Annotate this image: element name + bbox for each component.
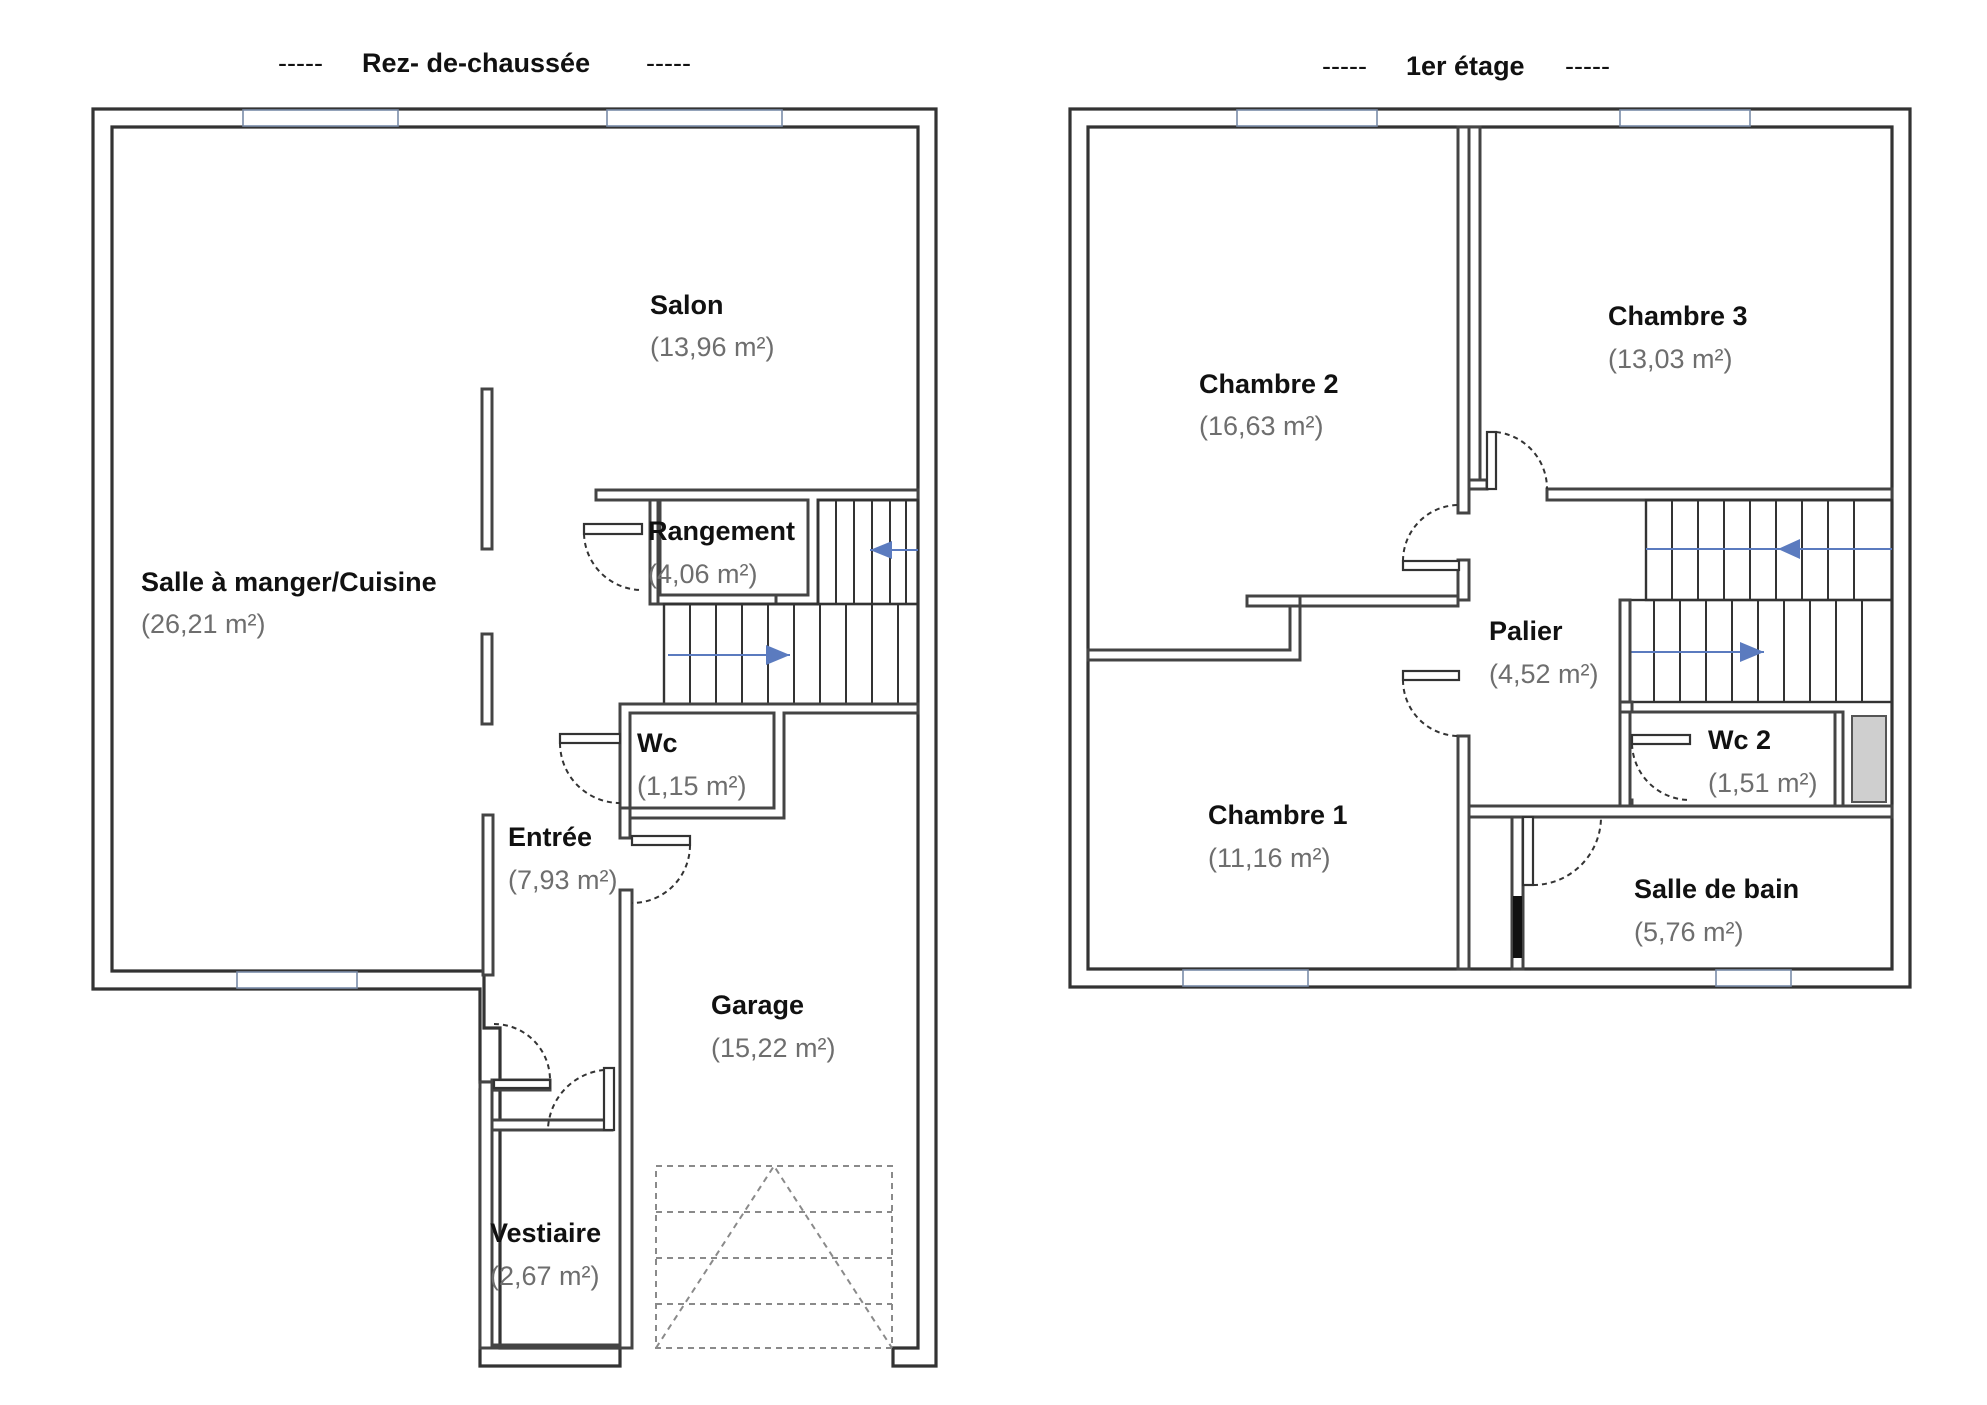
wc2-right-wall xyxy=(1833,710,1845,808)
rangement-door-leaf[interactable] xyxy=(582,522,644,536)
first-window-2 xyxy=(1619,109,1751,127)
room-name-garage: Garage xyxy=(711,990,804,1020)
wall-ch3-left xyxy=(1467,125,1482,491)
ground-outer-wall xyxy=(91,107,938,1368)
room-name-wc-2: Wc 2 xyxy=(1708,725,1771,755)
vestiaire-door-leaf[interactable] xyxy=(602,1066,616,1132)
ground-floor-plan: ----- Rez- de-chaussée ----- xyxy=(91,48,938,1368)
ch2-door-arc xyxy=(1402,504,1460,562)
room-area-chambre-2: (16,63 m²) xyxy=(1199,411,1324,441)
partition-bar-lower xyxy=(480,632,494,726)
wall-ch3-bottom xyxy=(1545,487,1894,502)
ground-window-1 xyxy=(242,109,399,127)
room-name-chambre-2: Chambre 2 xyxy=(1199,369,1339,399)
room-area-chambre-1: (11,16 m²) xyxy=(1208,843,1331,873)
room-area-chambre-3: (13,03 m²) xyxy=(1608,344,1733,374)
room-name-entree: Entrée xyxy=(508,822,592,852)
room-name-wc: Wc xyxy=(637,728,678,758)
first-outer-wall xyxy=(1068,107,1912,989)
first-window-4 xyxy=(1715,969,1792,987)
first-stair-arrow-left xyxy=(1778,539,1800,559)
room-name-salon: Salon xyxy=(650,290,724,320)
ch1-door-arc xyxy=(1402,679,1460,737)
room-area-rangement: (4,06 m²) xyxy=(648,559,758,589)
garage-ramp xyxy=(655,1164,893,1349)
room-area-garage: (15,22 m²) xyxy=(711,1033,836,1063)
wall-ch2-ch1 xyxy=(1086,594,1460,662)
wc2-left-wall xyxy=(1618,710,1632,808)
first-stair-left-wall xyxy=(1618,598,1632,704)
stair-arrow-left xyxy=(870,541,892,559)
room-name-rangement: Rangement xyxy=(648,516,795,546)
room-name-chambre-1: Chambre 1 xyxy=(1208,800,1348,830)
first-window-3 xyxy=(1182,969,1309,987)
room-area-wc: (1,15 m²) xyxy=(637,771,747,801)
ch2-door-leaf[interactable] xyxy=(1401,559,1461,572)
first-window-1 xyxy=(1236,109,1378,127)
sdb-door-arc xyxy=(1532,816,1602,886)
garage-left-wall xyxy=(618,888,634,1350)
stair-arrow-right xyxy=(766,645,790,665)
ground-stairs xyxy=(662,498,920,706)
wall-ch2-palier-mid xyxy=(1456,558,1471,602)
ground-window-2 xyxy=(606,109,783,127)
room-area-salle-de-bain: (5,76 m²) xyxy=(1634,917,1744,947)
wc-lower-left-wall xyxy=(618,806,632,840)
front-door-arc xyxy=(493,1023,551,1081)
first-floor-title-dashes-left: ----- xyxy=(1322,51,1367,81)
partition-bar-upper xyxy=(480,387,494,551)
ground-window-3 xyxy=(236,971,358,989)
ch3-door-leaf[interactable] xyxy=(1485,430,1498,491)
ground-floor-title-dashes-right: ----- xyxy=(646,48,691,78)
garage-door-arc xyxy=(631,844,691,904)
first-floor-title-dashes-right: ----- xyxy=(1565,51,1610,81)
room-area-wc-2: (1,51 m²) xyxy=(1708,768,1818,798)
room-area-vestiaire: (2,67 m²) xyxy=(490,1261,600,1291)
garage-door-leaf[interactable] xyxy=(630,834,692,847)
first-stair-arrow-right xyxy=(1740,642,1764,662)
room-name-salle-a-manger: Salle à manger/Cuisine xyxy=(141,567,437,597)
wc2-door-leaf[interactable] xyxy=(1630,733,1692,746)
room-area-entree: (7,93 m²) xyxy=(508,865,618,895)
room-area-salon: (13,96 m²) xyxy=(650,332,775,362)
wc-door-leaf[interactable] xyxy=(558,732,622,745)
vestiaire-partition xyxy=(490,1118,614,1132)
first-floor-stairs xyxy=(1618,498,1894,704)
ch1-door-leaf[interactable] xyxy=(1401,669,1461,682)
ground-floor-title-dashes-left: ----- xyxy=(278,48,323,78)
sdb-door-leaf[interactable] xyxy=(1521,815,1535,887)
wc-door-arc xyxy=(559,742,621,804)
entree-left-wall xyxy=(481,813,495,977)
shower-tray xyxy=(1851,715,1887,803)
vestiaire-door-arc xyxy=(547,1069,605,1129)
first-floor-title: 1er étage xyxy=(1406,51,1525,81)
front-door-leaf[interactable] xyxy=(492,1078,552,1090)
rangement-door-arc xyxy=(583,533,643,591)
room-name-vestiaire: Vestiaire xyxy=(490,1218,601,1248)
radiator xyxy=(1513,896,1522,958)
room-name-chambre-3: Chambre 3 xyxy=(1608,301,1748,331)
room-name-palier: Palier xyxy=(1489,616,1563,646)
wall-ch2-palier xyxy=(1456,125,1471,515)
wall-ch1-palier xyxy=(1456,734,1471,971)
wall-ch2-ch1-ledge xyxy=(1245,594,1302,608)
wall-ch3-stub xyxy=(1467,478,1489,491)
ch3-door-arc xyxy=(1495,431,1549,490)
wall-sdb-top xyxy=(1467,804,1894,819)
room-name-salle-de-bain: Salle de bain xyxy=(1634,874,1799,904)
rangement-inner-left xyxy=(648,498,660,606)
first-floor-plan: ----- 1er étage ----- xyxy=(1068,51,1912,989)
room-area-palier: (4,52 m²) xyxy=(1489,659,1599,689)
wc2-door-arc xyxy=(1631,743,1691,801)
ground-floor-title: Rez- de-chaussée xyxy=(362,48,590,78)
wall-sdb-left xyxy=(1510,815,1525,971)
room-area-salle-a-manger: (26,21 m²) xyxy=(141,609,266,639)
